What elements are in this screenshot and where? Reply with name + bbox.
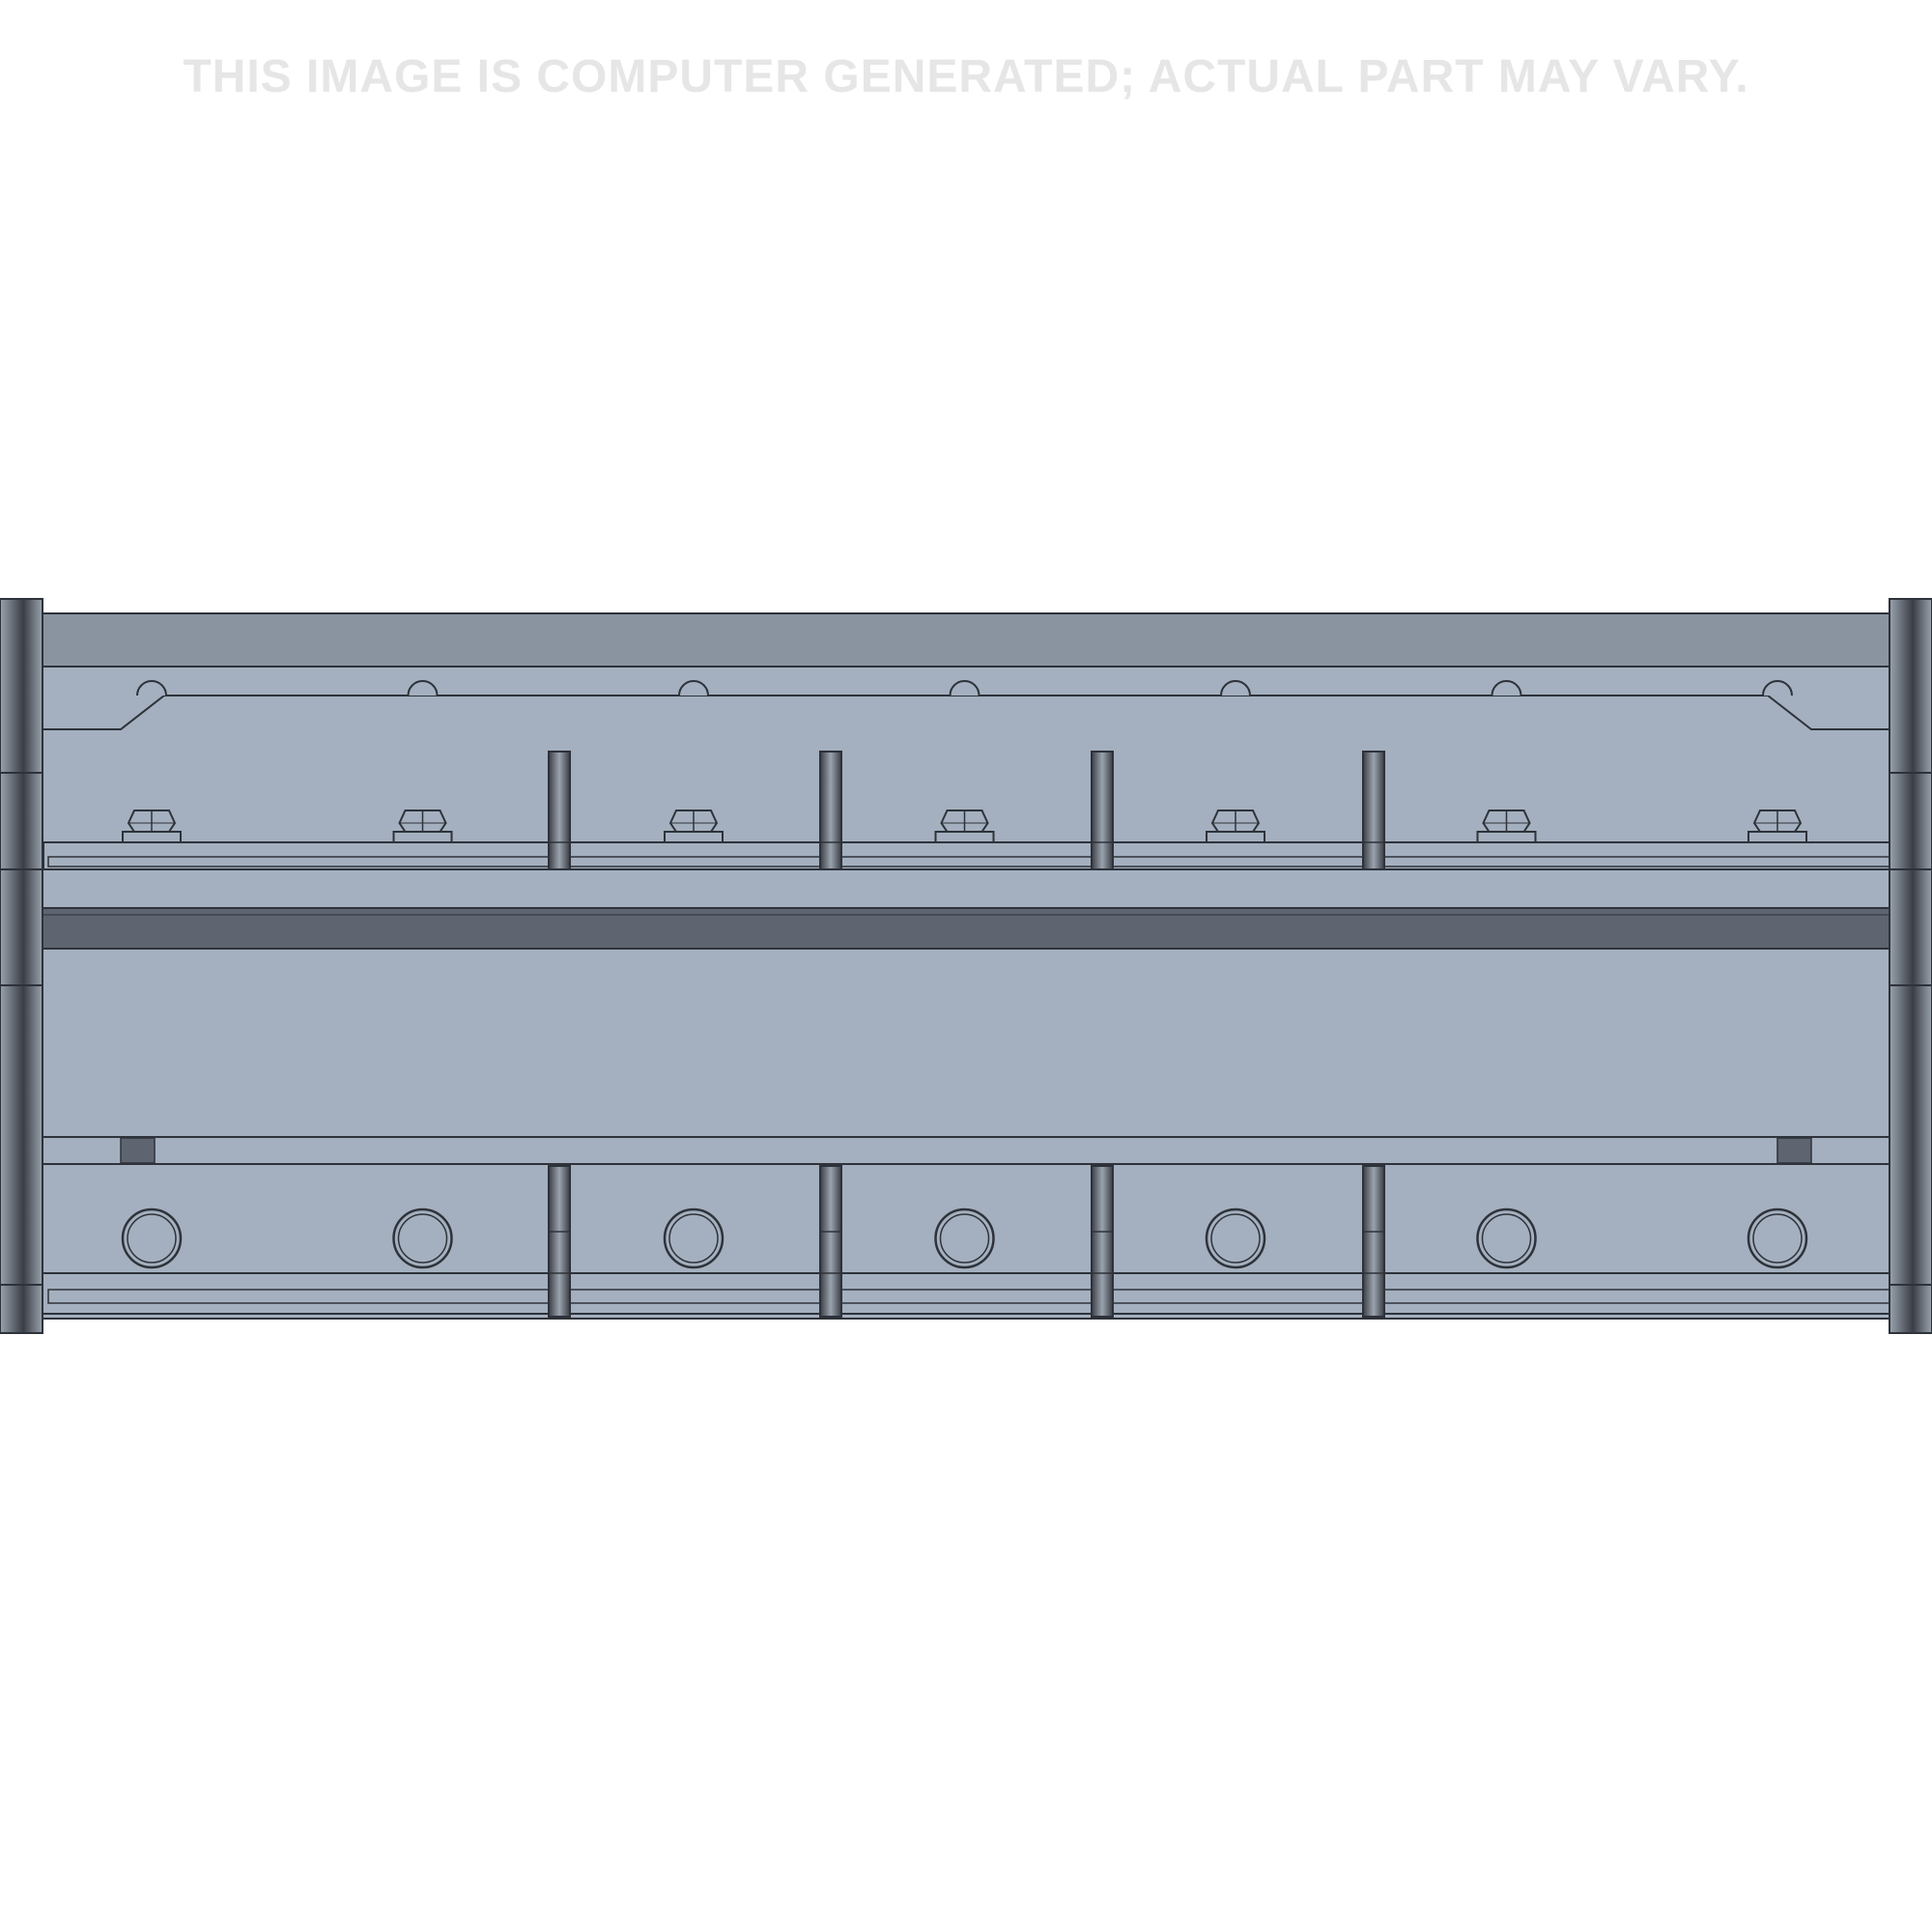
ring-inner xyxy=(1481,1213,1532,1264)
bolt-washer xyxy=(1206,831,1265,843)
right-end-cap xyxy=(1889,598,1932,1334)
lower-tab xyxy=(1091,1165,1114,1318)
ring-inner xyxy=(668,1213,719,1264)
lower-block-right xyxy=(1776,1137,1812,1164)
top-notch xyxy=(949,680,980,696)
ring-outer xyxy=(121,1208,183,1269)
ring-inner xyxy=(127,1213,177,1264)
lower-tab xyxy=(548,1165,571,1318)
top-notch xyxy=(136,680,167,696)
notch-group xyxy=(136,680,1793,696)
hex-bolt-icon xyxy=(664,810,724,843)
ring-inner xyxy=(1210,1213,1261,1264)
bolt-washer xyxy=(934,831,995,843)
top-notch xyxy=(678,680,709,696)
top-band xyxy=(38,612,1894,668)
lower-tab xyxy=(1362,1165,1385,1318)
hex-bolt-icon xyxy=(392,810,453,843)
ring-outer xyxy=(1747,1208,1808,1269)
ring-inner xyxy=(939,1213,990,1264)
disclaimer-text: THIS IMAGE IS COMPUTER GENERATED; ACTUAL… xyxy=(183,51,1749,102)
lower-tab-group xyxy=(548,1165,1385,1318)
ring-inner xyxy=(1752,1213,1803,1264)
upper-tab xyxy=(1091,751,1114,870)
bottom-rail-lip xyxy=(47,1289,1894,1304)
top-notch xyxy=(1220,680,1251,696)
ring-outer xyxy=(663,1208,724,1269)
center-bar xyxy=(23,907,1909,950)
bolt-washer xyxy=(664,831,724,843)
hex-bolt-icon xyxy=(1206,810,1265,843)
top-notch xyxy=(407,680,439,696)
upper-tab xyxy=(548,751,571,870)
bolt-washer xyxy=(1747,831,1807,843)
ring-group xyxy=(121,1208,1808,1269)
upper-tab xyxy=(819,751,842,870)
ring-outer xyxy=(1205,1208,1266,1269)
hex-bolt-icon xyxy=(1747,810,1807,843)
hex-bolt-icon xyxy=(1476,810,1537,843)
bolt-washer xyxy=(122,831,182,843)
bolt-washer xyxy=(392,831,453,843)
lower-tab xyxy=(819,1165,842,1318)
upper-tab xyxy=(1362,751,1385,870)
main-body xyxy=(38,612,1894,1320)
top-notch xyxy=(1491,680,1522,696)
ring-outer xyxy=(934,1208,995,1269)
lower-block-left xyxy=(120,1137,156,1164)
hex-bolt-icon xyxy=(122,810,182,843)
ring-outer xyxy=(392,1208,453,1269)
bolt-washer xyxy=(1476,831,1537,843)
upper-tab-group xyxy=(548,751,1385,870)
hex-bolt-icon xyxy=(934,810,995,843)
ring-outer xyxy=(1476,1208,1537,1269)
left-end-cap xyxy=(0,598,43,1334)
ring-inner xyxy=(397,1213,448,1264)
bolt-rail-lip xyxy=(47,856,1894,867)
top-notch xyxy=(1762,680,1793,696)
bolt-group xyxy=(122,810,1807,843)
